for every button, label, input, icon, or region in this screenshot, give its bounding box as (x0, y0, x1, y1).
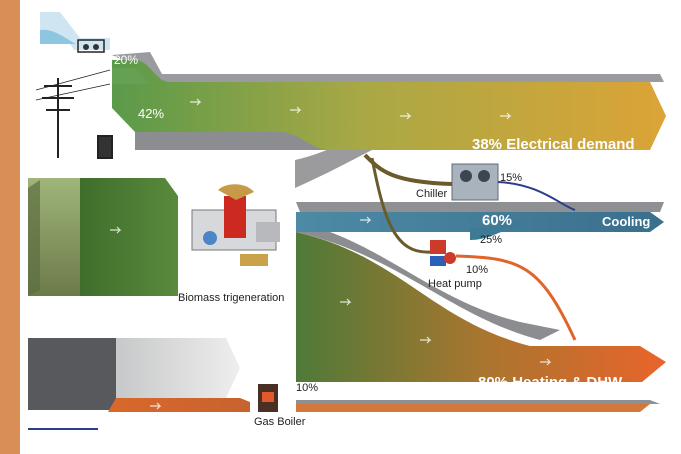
gas-boiler-icon (258, 384, 278, 412)
power-pylon-icon (35, 69, 113, 159)
flow-arrows (110, 98, 552, 410)
electrical-title: Electrical demand (506, 136, 635, 153)
biomass-flow-block (80, 178, 178, 296)
cooling-title: Cooling (602, 214, 651, 229)
gas-boiler-label: Gas Boiler (254, 416, 306, 428)
boiler-heating-ribbon (296, 404, 650, 412)
heat-pump-output-line (455, 254, 577, 341)
cooling-share-label: 60% (482, 212, 513, 229)
grid-share-label: 42% (138, 106, 165, 121)
gas-boiler-share-label: 10% (296, 382, 319, 394)
electrical-share: 38% (472, 136, 503, 153)
heating-demand-label: 80% Heating & DHW (478, 374, 622, 391)
heating-ribbon-face (296, 222, 560, 340)
heat-pump-heating-share: 10% (466, 264, 489, 276)
electrical-demand-label: 38% Electrical demand (472, 136, 635, 153)
chiller-share-label: 15% (500, 172, 523, 184)
left-frame-bar (0, 0, 20, 454)
gas-plant-photo (28, 338, 116, 410)
footer-rule (28, 428, 98, 430)
electrical-flow-ribbon (112, 60, 666, 150)
chiller-unit-icon (451, 163, 499, 201)
chiller-label: Chiller (416, 188, 448, 200)
biomass-plant-icon (191, 184, 280, 266)
heat-pump-icon (430, 240, 456, 266)
biomass-label: Biomass trigeneration (178, 292, 285, 304)
heat-pump-label: Heat pump (428, 278, 482, 290)
heat-pump-cooling-link (470, 222, 520, 240)
cooling-ribbon-face (296, 202, 664, 212)
gas-to-boiler-ribbon (108, 398, 250, 412)
electrical-ribbon-top-face (112, 52, 664, 82)
hydro-share-label: 20% (114, 53, 139, 67)
chiller-feed-line (363, 153, 453, 186)
heat-pump-cooling-share: 25% (480, 234, 503, 246)
hydro-stream-highlight (112, 68, 150, 84)
hydro-plant-icon (40, 12, 110, 53)
chiller-output-line (497, 181, 576, 211)
heating-title: Heating & DHW (512, 374, 623, 391)
heat-pump-feed-line (370, 157, 431, 254)
heating-flow-ribbon (296, 232, 666, 382)
heating-share: 80% (478, 374, 509, 391)
gas-flow-block (116, 338, 240, 398)
